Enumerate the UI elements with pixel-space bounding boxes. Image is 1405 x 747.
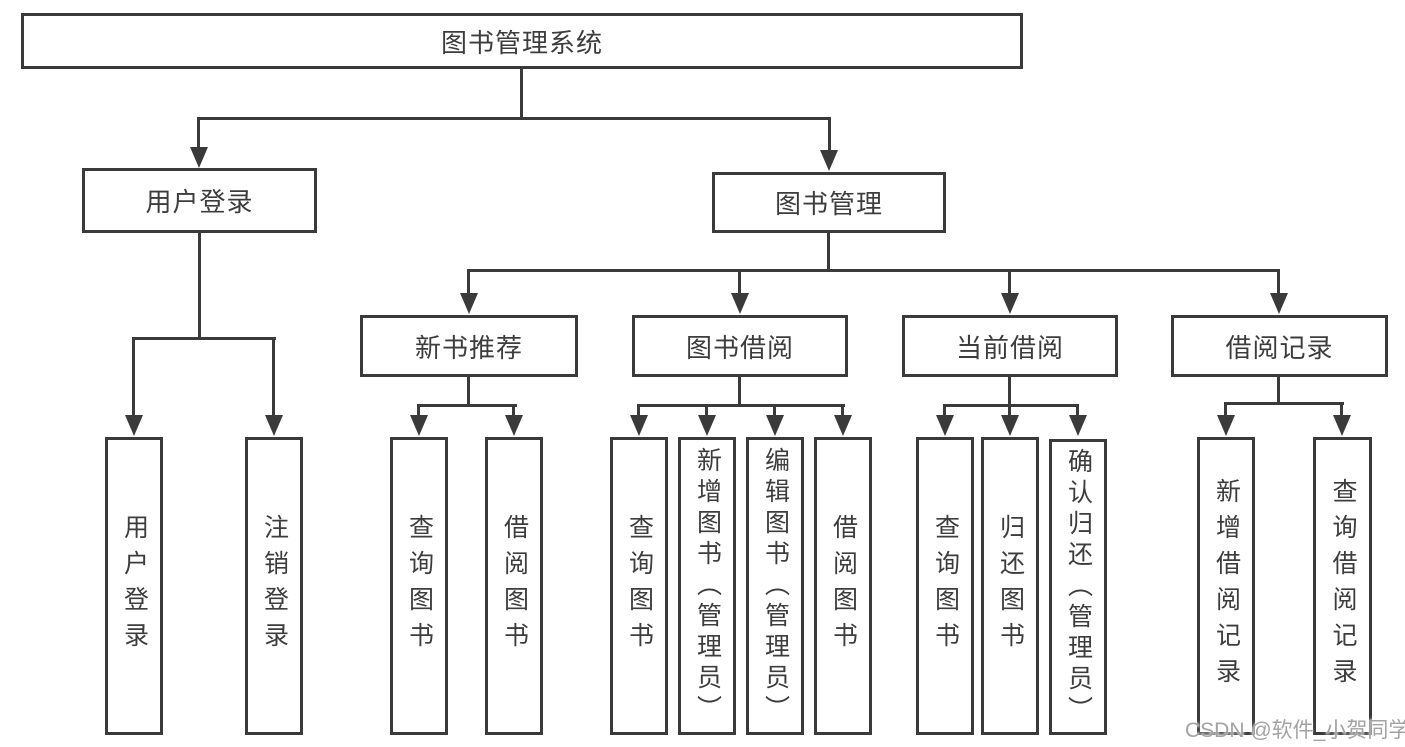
node-leaf-br-query-label: 查询借阅记录: [1329, 478, 1357, 694]
connector-current-borrow-bus: [943, 404, 1079, 407]
node-leaf-cb-query: 查询图书: [916, 437, 974, 735]
node-book-borrow: 图书借阅: [632, 315, 848, 377]
node-leaf-cb-confirm: 确认归还（管理员）: [1049, 439, 1107, 735]
arrowhead-current-borrow: [1001, 293, 1019, 314]
arrowhead-leaf-bb-query: [630, 415, 648, 436]
connector-user-login-bus: [132, 337, 276, 340]
arrowhead-leaf-bb-add: [698, 415, 716, 436]
node-leaf-br-query: 查询借阅记录: [1313, 437, 1372, 735]
node-book-mgmt: 图书管理: [712, 172, 946, 233]
arrowhead-leaf-cb-return: [1001, 415, 1019, 436]
connector-user-login-stem: [198, 233, 201, 338]
connector-book-borrow-stem: [738, 377, 741, 406]
node-leaf-cb-query-label: 查询图书: [931, 514, 960, 658]
node-leaf-user-login-label: 用户登录: [120, 514, 149, 658]
node-leaf-bb-query: 查询图书: [610, 437, 668, 735]
arrowhead-leaf-br-add: [1217, 415, 1235, 436]
connector-book-borrow-bus: [637, 404, 845, 407]
connector-new-books-stub: [467, 269, 470, 295]
connector-user-login-stub: [197, 117, 200, 148]
connector-current-borrow-stub: [1008, 269, 1011, 295]
node-user-login: 用户登录: [82, 168, 317, 233]
arrowhead-book-mgmt: [820, 150, 838, 171]
node-leaf-nb-query-label: 查询图书: [405, 514, 434, 658]
node-leaf-logout: 注销登录: [245, 437, 303, 735]
node-current-borrow: 当前借阅: [902, 315, 1118, 377]
connector-book-mgmt-bus: [467, 269, 1280, 272]
node-new-books-label: 新书推荐: [414, 332, 523, 363]
arrowhead-leaf-br-query: [1333, 415, 1351, 436]
node-borrow-records: 借阅记录: [1171, 315, 1388, 377]
arrowhead-borrow-records: [1270, 293, 1288, 314]
arrowhead-leaf-user-login: [125, 415, 143, 436]
connector-book-mgmt-stem: [827, 233, 830, 271]
arrowhead-leaf-cb-query: [936, 415, 954, 436]
node-leaf-bb-add-label: 新增图书（管理员）: [693, 446, 722, 726]
arrowhead-leaf-nb-query: [410, 415, 428, 436]
connector-leaf-nb-query-stub: [417, 404, 420, 417]
node-leaf-nb-query: 查询图书: [390, 437, 448, 735]
watermark: CSDN @软件_小贺同学: [1185, 719, 1405, 742]
connector-leaf-bb-query-stub: [637, 404, 640, 417]
connector-leaf-user-login-stub: [132, 337, 135, 416]
arrowhead-user-login: [190, 147, 208, 168]
arrowhead-leaf-logout: [265, 415, 283, 436]
node-leaf-cb-return: 归还图书: [981, 437, 1039, 735]
connector-new-books-bus: [417, 404, 517, 407]
connector-leaf-logout-stub: [272, 337, 275, 416]
node-user-login-label: 用户登录: [145, 187, 254, 217]
node-new-books: 新书推荐: [360, 315, 578, 377]
node-leaf-nb-borrow: 借阅图书: [485, 437, 543, 735]
connector-leaf-bb-edit-stub: [773, 404, 776, 417]
connector-borrow-records-bus: [1224, 402, 1344, 405]
node-book-borrow-label: 图书借阅: [685, 332, 794, 363]
node-leaf-bb-add: 新增图书（管理员）: [678, 437, 736, 735]
connector-leaf-br-add-stub: [1224, 402, 1227, 417]
node-book-mgmt-label: 图书管理: [774, 189, 883, 219]
connector-leaf-br-query-stub: [1340, 402, 1343, 417]
connector-leaf-cb-query-stub: [943, 404, 946, 417]
connector-leaf-nb-borrow-stub: [512, 404, 515, 417]
node-leaf-logout-label: 注销登录: [260, 514, 289, 658]
node-leaf-bb-query-label: 查询图书: [625, 514, 654, 658]
node-leaf-bb-edit: 编辑图书（管理员）: [746, 437, 804, 735]
node-leaf-user-login: 用户登录: [105, 437, 163, 735]
node-leaf-bb-borrow: 借阅图书: [814, 437, 872, 735]
connector-leaf-bb-add-stub: [705, 404, 708, 417]
node-current-borrow-label: 当前借阅: [955, 332, 1064, 363]
arrowhead-book-borrow: [731, 293, 749, 314]
node-leaf-cb-return-label: 归还图书: [996, 514, 1025, 658]
node-leaf-br-add-label: 新增借阅记录: [1212, 478, 1241, 694]
connector-leaf-bb-borrow-stub: [841, 404, 844, 417]
node-root-label: 图书管理系统: [440, 27, 603, 58]
arrowhead-leaf-bb-edit: [766, 415, 784, 436]
connector-root-stem: [520, 69, 523, 118]
connector-leaf-cb-return-stub: [1008, 404, 1011, 417]
node-leaf-bb-edit-label: 编辑图书（管理员）: [761, 446, 790, 726]
connector-leaf-cb-confirm-stub: [1076, 404, 1079, 417]
node-leaf-br-add: 新增借阅记录: [1197, 437, 1255, 735]
connector-borrow-records-stem: [1277, 377, 1280, 404]
arrowhead-leaf-cb-confirm: [1069, 415, 1087, 436]
node-leaf-nb-borrow-label: 借阅图书: [500, 514, 529, 658]
arrowhead-leaf-nb-borrow: [505, 415, 523, 436]
node-leaf-bb-borrow-label: 借阅图书: [829, 514, 858, 658]
node-borrow-records-label: 借阅记录: [1225, 332, 1334, 363]
connector-book-borrow-stub: [738, 269, 741, 295]
arrowhead-leaf-bb-borrow: [834, 415, 852, 436]
connector-new-books-stem: [467, 377, 470, 406]
connector-root-bus: [197, 117, 831, 120]
arrowhead-new-books: [460, 293, 478, 314]
connector-current-borrow-stem: [1008, 377, 1011, 406]
connector-borrow-records-stub: [1277, 269, 1280, 295]
node-leaf-cb-confirm-label: 确认归还（管理员）: [1064, 447, 1093, 727]
node-root: 图书管理系统: [21, 13, 1023, 69]
connector-book-mgmt-stub: [828, 117, 831, 151]
